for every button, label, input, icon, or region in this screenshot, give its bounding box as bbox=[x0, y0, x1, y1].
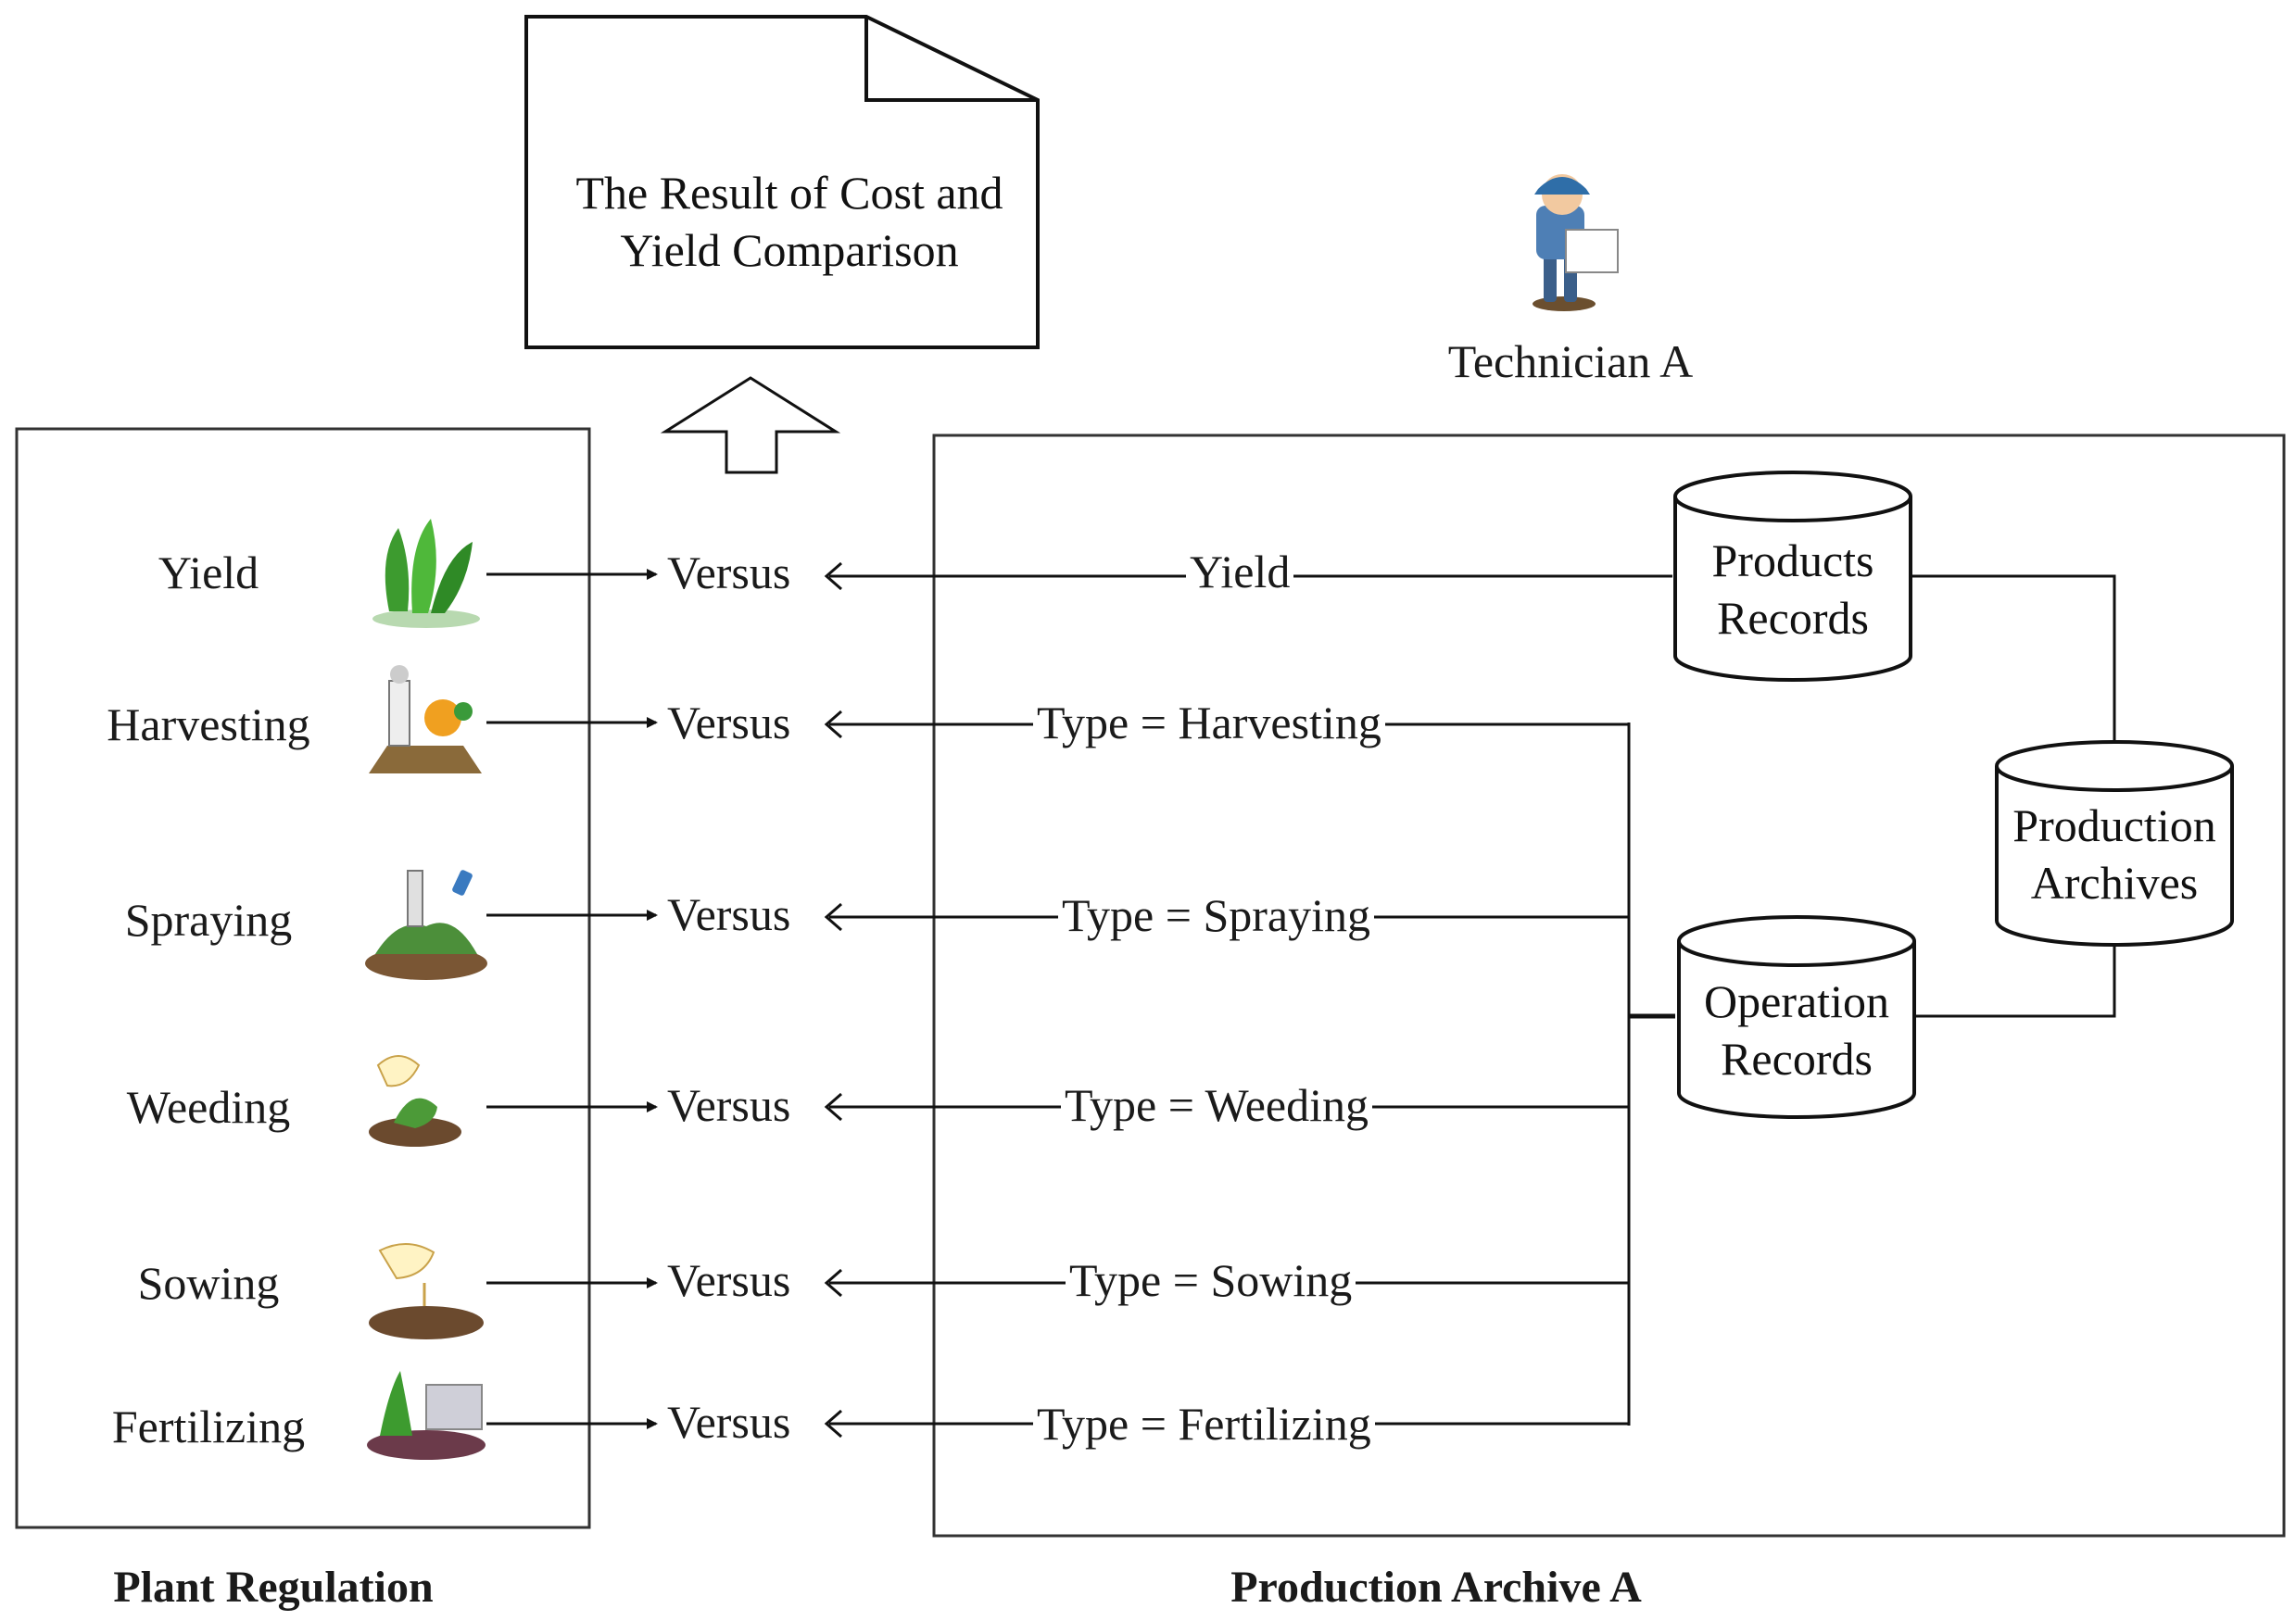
versus-label: Versus bbox=[667, 888, 791, 940]
result-document-line1: The Result of Cost and bbox=[575, 167, 1003, 219]
production-archives-line1: Production bbox=[2012, 799, 2216, 851]
products-records-label: Products Records bbox=[1675, 532, 1911, 647]
production-archive-box bbox=[932, 434, 2286, 1538]
row-label-sowing: Sowing bbox=[137, 1257, 280, 1309]
row-label-fertilizing: Fertilizing bbox=[111, 1401, 306, 1452]
result-document-text: The Result of Cost and Yield Comparison bbox=[536, 164, 1043, 279]
operation-bus bbox=[1627, 723, 1675, 1426]
operation-records-label: Operation Records bbox=[1679, 973, 1914, 1087]
operation-records-cylinder bbox=[1677, 915, 1916, 1119]
archive-links bbox=[1911, 574, 2116, 1018]
versus-label: Versus bbox=[667, 547, 791, 598]
row-label-harvesting: Harvesting bbox=[107, 698, 310, 750]
operation-records-line2: Records bbox=[1721, 1033, 1873, 1085]
row-label-yield: Yield bbox=[158, 547, 259, 598]
plant-regulation-title: Plant Regulation bbox=[113, 1563, 434, 1612]
products-records-line2: Records bbox=[1717, 592, 1869, 644]
result-document-fold bbox=[864, 17, 1038, 102]
versus-label: Versus bbox=[667, 1079, 791, 1131]
products-records-line1: Products bbox=[1711, 534, 1874, 586]
production-archives-cylinder bbox=[1995, 740, 2234, 947]
left-arrows bbox=[486, 569, 658, 1429]
technician-label: Technician A bbox=[1447, 335, 1694, 387]
condition-label-sowing: Type = Sowing bbox=[1066, 1257, 1356, 1303]
condition-label-weeding: Type = Weeding bbox=[1061, 1082, 1373, 1128]
condition-label-yield: Yield bbox=[1186, 548, 1294, 595]
production-archives-line2: Archives bbox=[2030, 857, 2199, 909]
row-label-weeding: Weeding bbox=[126, 1081, 291, 1133]
spinach-icon bbox=[372, 519, 480, 628]
technician-icon bbox=[1533, 174, 1619, 311]
fertilizing-icon bbox=[367, 1371, 486, 1460]
condition-label-spraying: Type = Spraying bbox=[1058, 892, 1374, 938]
products-records-cylinder bbox=[1673, 471, 1912, 682]
up-arrow-icon bbox=[660, 376, 841, 474]
plant-regulation-box bbox=[15, 427, 591, 1529]
weeding-icon bbox=[369, 1055, 461, 1147]
condition-label-fertilizing: Type = Fertilizing bbox=[1033, 1401, 1375, 1447]
production-archive-title: Production Archive A bbox=[1230, 1563, 1642, 1612]
versus-label: Versus bbox=[667, 697, 791, 748]
harvesting-icon bbox=[369, 665, 482, 773]
versus-label: Versus bbox=[667, 1254, 791, 1306]
spraying-icon bbox=[365, 870, 487, 980]
versus-label: Versus bbox=[667, 1396, 791, 1448]
condition-label-harvesting: Type = Harvesting bbox=[1033, 699, 1385, 746]
result-document-line2: Yield Comparison bbox=[620, 224, 959, 276]
sowing-icon bbox=[369, 1243, 484, 1339]
operation-records-line1: Operation bbox=[1704, 975, 1889, 1027]
production-archives-label: Production Archives bbox=[1997, 797, 2232, 911]
row-label-spraying: Spraying bbox=[124, 894, 293, 946]
